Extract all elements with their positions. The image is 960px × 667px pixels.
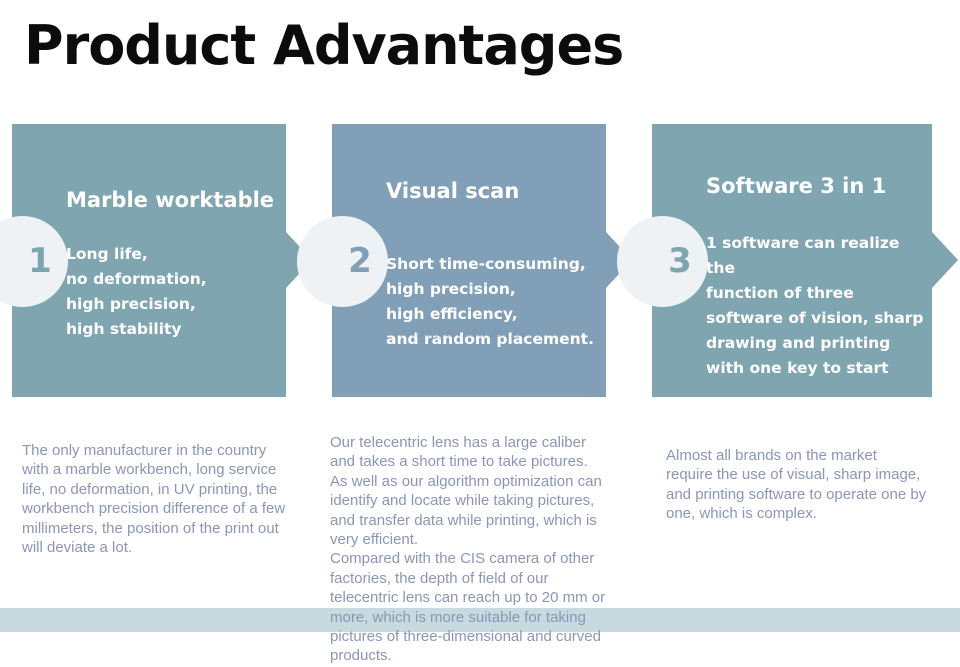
card-title: Visual scan (386, 179, 520, 203)
number-circle (617, 216, 708, 307)
card-description-visual-scan: Our telecentric lens has a large caliber… (330, 434, 606, 665)
watermark: xmxaq.en.alibaba.com (400, 324, 541, 340)
card-number: 3 (668, 241, 692, 281)
card-body: Short time-consuming, high precision, hi… (386, 255, 594, 348)
advantage-card-visual-scan: 2 Visual scan Short time-consuming, high… (297, 124, 632, 397)
number-circle (297, 216, 388, 307)
card-body: 1 software can realize the function of t… (706, 234, 924, 377)
card-title: Marble worktable (66, 188, 275, 212)
card-description-marble-worktable: The only manufacturer in the country wit… (22, 442, 286, 557)
card-body: Long life, no deformation, high precisio… (66, 245, 207, 338)
card-number: 2 (348, 241, 372, 281)
advantage-card-marble-worktable: 1 Marble worktable Long life, no deforma… (0, 124, 312, 397)
chevron-right-icon (932, 232, 958, 288)
advantage-card-software-3-in-1: 3 Software 3 in 1 1 software can realize… (617, 124, 958, 397)
page-title: Product Advantages (24, 14, 624, 77)
card-title: Software 3 in 1 (706, 174, 887, 198)
card-number: 1 (28, 241, 52, 281)
card-description-software-3-in-1: Almost all brands on the market require … (666, 447, 927, 523)
decorative-band (0, 608, 960, 632)
